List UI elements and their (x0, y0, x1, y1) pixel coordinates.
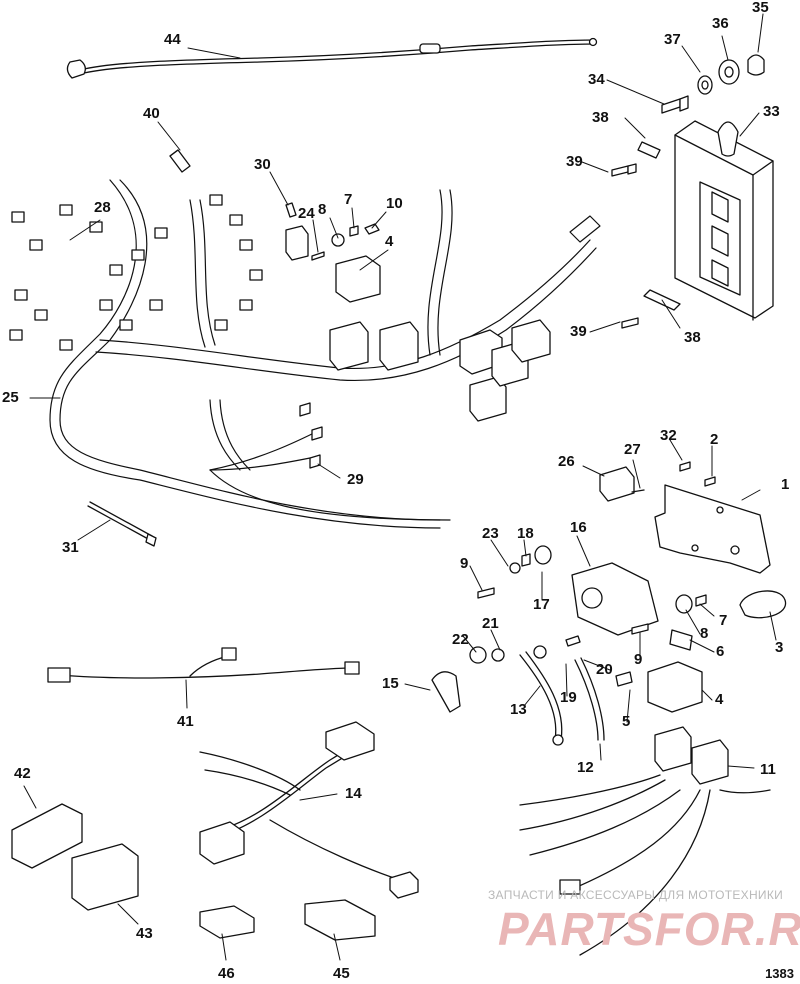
callout-5: 5 (622, 713, 631, 730)
callout-4b: 4 (715, 691, 724, 708)
fuse-part-40 (169, 149, 191, 173)
watermark-caption: ЗАПЧАСТИ И АКСЕССУАРЫ ДЛЯ МОТОТЕХНИКИ (488, 888, 784, 902)
jumper-harness-part-41 (47, 647, 360, 683)
callout-20: 20 (596, 661, 613, 678)
callout-39a: 39 (566, 153, 583, 170)
callout-7b: 7 (719, 612, 728, 629)
callout-8b: 8 (700, 625, 709, 642)
callout-7a: 7 (344, 191, 353, 208)
callout-31: 31 (62, 539, 79, 556)
callout-27: 27 (624, 441, 641, 458)
callout-8a: 8 (318, 201, 327, 218)
callout-38a: 38 (592, 109, 609, 126)
callout-23: 23 (482, 525, 499, 542)
callout-22: 22 (452, 631, 469, 648)
callout-9b: 9 (634, 651, 643, 668)
callout-32: 32 (660, 427, 677, 444)
callout-45: 45 (333, 965, 350, 982)
callout-3: 3 (775, 639, 784, 656)
ecm-bracket-part-38 (611, 141, 661, 329)
connector-bundle-part-28 (9, 194, 263, 351)
callout-10: 10 (386, 195, 403, 212)
callout-35: 35 (752, 0, 769, 16)
callout-37: 37 (664, 31, 681, 48)
callout-30: 30 (254, 156, 271, 173)
callout-39b: 39 (570, 323, 587, 340)
relay-lower-part-4 (615, 629, 703, 713)
relay-bracket-part-1 (599, 461, 771, 574)
callout-24: 24 (298, 205, 315, 222)
ecm-module-part-33 (643, 120, 774, 321)
callout-2: 2 (710, 431, 719, 448)
callout-17: 17 (533, 596, 550, 613)
callout-43: 43 (136, 925, 153, 942)
callout-33: 33 (763, 103, 780, 120)
callout-4a: 4 (385, 233, 394, 250)
callout-16: 16 (570, 519, 587, 536)
callout-12: 12 (577, 759, 594, 776)
callout-44: 44 (164, 31, 181, 48)
mounting-hardware-parts-34-37 (661, 54, 765, 114)
callout-11: 11 (760, 761, 776, 778)
document-number: 1383 (765, 966, 794, 981)
relay-upper-part-4 (285, 202, 551, 469)
callout-40: 40 (143, 105, 160, 122)
callout-15: 15 (382, 675, 399, 692)
callout-41: 41 (177, 713, 194, 730)
callout-42: 42 (14, 765, 31, 782)
hose-clamp-part-3 (675, 590, 786, 619)
callout-21: 21 (482, 615, 499, 632)
callout-29: 29 (347, 471, 364, 488)
callout-19: 19 (560, 689, 577, 706)
callout-14: 14 (345, 785, 362, 802)
callout-1: 1 (781, 476, 790, 493)
callout-13: 13 (510, 701, 527, 718)
terminal-boot-part-15 (431, 671, 461, 713)
callout-26: 26 (558, 453, 575, 470)
callout-6: 6 (716, 643, 725, 660)
callout-25: 25 (2, 389, 19, 406)
relay-harness-part-11 (519, 726, 771, 956)
callout-38b: 38 (684, 329, 701, 346)
battery-cable-part-44 (66, 37, 598, 79)
connector-parts-42-43-45-46 (11, 803, 376, 941)
sub-harness-part-14 (199, 721, 419, 899)
callout-18: 18 (517, 525, 534, 542)
callout-9a: 9 (460, 555, 469, 572)
cable-tie-part-31 (87, 501, 157, 547)
callout-36: 36 (712, 15, 729, 32)
battery-jumper-cables-parts-12-13 (469, 635, 605, 746)
callout-46: 46 (218, 965, 235, 982)
watermark-logo: PARTSFOR.RU (498, 903, 800, 955)
callout-28: 28 (94, 199, 111, 216)
starter-solenoid-part-16 (477, 545, 659, 636)
callout-leader-lines (23, 13, 777, 961)
callout-34: 34 (588, 71, 605, 88)
